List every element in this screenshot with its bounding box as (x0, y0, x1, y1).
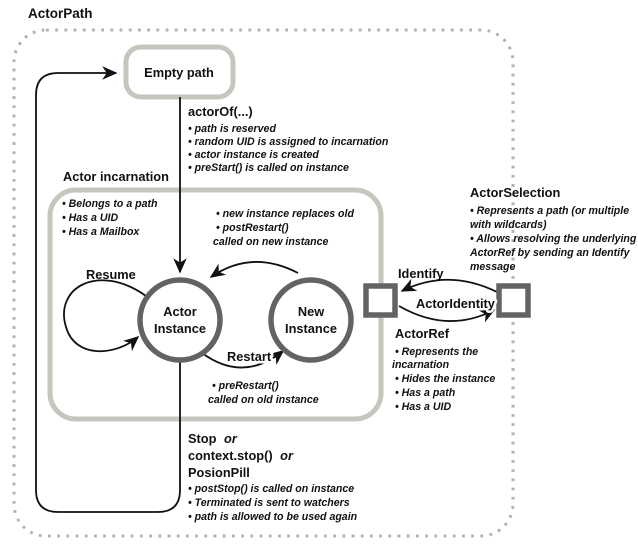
actor-instance-label: Instance (154, 321, 206, 336)
restart-label: Restart (227, 349, 272, 364)
restart-new-instance-note: • postRestart() (216, 222, 289, 234)
stop-or-word: or (280, 448, 294, 463)
actor-incarnation-heading: Actor incarnation (63, 169, 169, 184)
stop-bullet: • path is allowed to be used again (188, 511, 358, 523)
actor-selection-line: with wildcards) (470, 219, 547, 231)
restart-old-instance-note: called on old instance (208, 394, 319, 406)
incarnation-bullet: • Has a Mailbox (62, 226, 140, 238)
actor-ref-line: incarnation (392, 359, 450, 371)
actor-instance-label: Actor (163, 304, 196, 319)
identify-label: Identify (398, 266, 444, 281)
stop-bullet: • Terminated is sent to watchers (188, 497, 350, 509)
stop-heading-text: Stop (188, 431, 217, 446)
actor-identity-label: ActorIdentity (416, 296, 496, 311)
actorof-bullet: • random UID is assigned to incarnation (188, 136, 389, 148)
actor-ref-line: • Has a path (395, 387, 456, 399)
actor-ref-node (363, 283, 398, 318)
actor-selection-line: ActorRef by sending an Identify (469, 247, 631, 259)
restart-arrow (201, 350, 285, 369)
actor-ref-line: • Hides the instance (395, 373, 495, 385)
actorof-heading: actorOf(...) (188, 104, 253, 119)
actor-selection-line: • Allows resolving the underlying (470, 233, 637, 245)
actorof-bullet: • path is reserved (188, 123, 276, 135)
stop-bullet: • postStop() is called on instance (188, 483, 354, 495)
actorof-bullet: • actor instance is created (188, 149, 319, 161)
stop-heading-text: context.stop() (188, 448, 273, 463)
incarnation-bullet: • Belongs to a path (62, 198, 158, 210)
actor-ref-line: • Has a UID (395, 401, 451, 413)
actor-selection-heading: ActorSelection (470, 185, 560, 200)
actor-selection-line: message (470, 261, 515, 273)
actor-ref-heading: ActorRef (395, 326, 450, 341)
identify-arrow (400, 278, 498, 293)
actor-identity-arrow (398, 305, 496, 323)
actor-instance-node (137, 277, 223, 363)
post-restart-arrow (209, 261, 299, 278)
actorof-bullet: • preStart() is called on instance (188, 162, 349, 174)
stop-heading: context.stop() or (188, 448, 294, 463)
empty-path-label: Empty path (144, 65, 214, 80)
resume-loop-arrow (63, 279, 147, 353)
new-instance-node (268, 277, 354, 363)
actor-ref-line: • Represents the (395, 346, 478, 358)
stop-heading: Stop or (188, 431, 238, 446)
stop-or-word: or (224, 431, 238, 446)
new-instance-label: New (298, 304, 324, 319)
diagram-title: ActorPath (28, 6, 93, 21)
stop-heading: PosionPill (188, 465, 250, 480)
restart-new-instance-note: called on new instance (213, 236, 328, 248)
incarnation-bullet: • Has a UID (62, 212, 118, 224)
new-instance-label: Instance (285, 321, 337, 336)
stop-to-empty-path-arrow (35, 66, 181, 513)
resume-label: Resume (86, 267, 136, 282)
restart-old-instance-note: • preRestart() (212, 380, 279, 392)
actor-selection-line: • Represents a path (or multiple (470, 205, 629, 217)
actor-selection-node (496, 283, 531, 318)
restart-new-instance-note: • new instance replaces old (216, 208, 354, 220)
